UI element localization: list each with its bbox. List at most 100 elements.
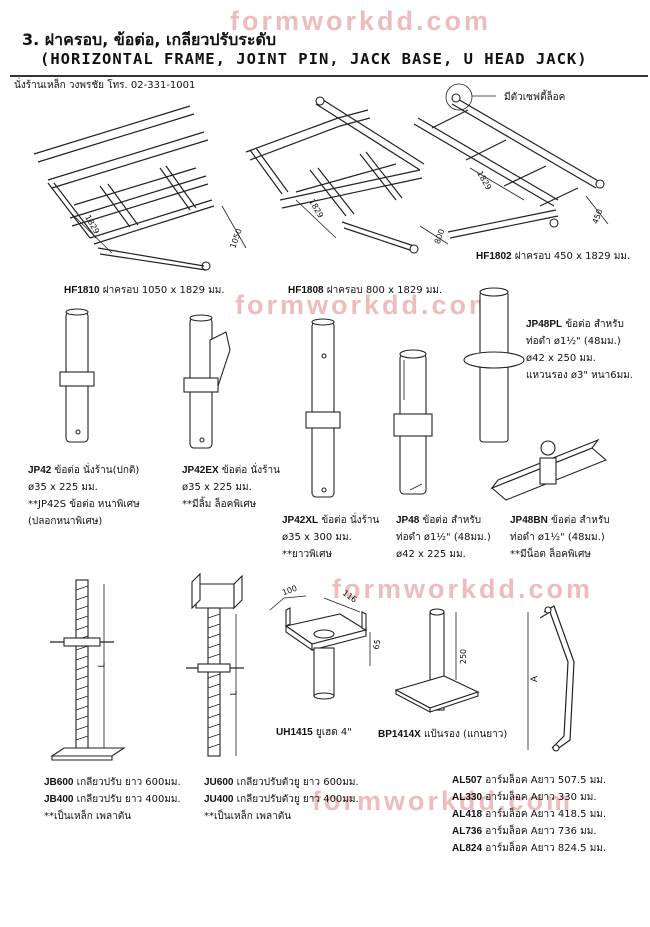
uh1415-desc: ยูเฮด 4" bbox=[312, 727, 352, 738]
arm-lock-item: AL736 อาร์มล็อค Aยาว 736 มม. bbox=[452, 823, 606, 840]
caption-uh1415: UH1415 ยูเฮด 4" bbox=[276, 724, 352, 741]
jp48pl-drawing bbox=[463, 287, 525, 443]
ju400-code: JU400 bbox=[204, 794, 234, 805]
hf1808-code: HF1808 bbox=[288, 285, 324, 296]
jp48-l3: ø42 x 225 มม. bbox=[396, 549, 466, 560]
jb-length-letter: L bbox=[97, 662, 108, 668]
jb400-code: JB400 bbox=[44, 794, 74, 805]
caption-ju: JU600 เกลียวปรับตัวยู ยาว 600มม. JU400 เ… bbox=[204, 774, 359, 825]
caption-jp48bn: JP48BN ข้อต่อ สำหรับ ท่อดำ ø1½" (48มม.) … bbox=[510, 512, 610, 563]
shop-contact: นั่งร้านเหล็ก วงพรชัย โทร. 02-331-1001 bbox=[14, 80, 196, 91]
jb600-code: JB600 bbox=[44, 777, 74, 788]
jp42xl-code: JP42XL bbox=[282, 515, 319, 526]
jp42-l4: (ปลอกหนาพิเศษ) bbox=[28, 516, 103, 527]
arm-lock-drawing bbox=[527, 605, 575, 752]
arm-lock-item: AL824 อาร์มล็อค Aยาว 824.5 มม. bbox=[452, 840, 606, 857]
jp48bn-code: JP48BN bbox=[510, 515, 548, 526]
arm-desc: อาร์มล็อค Aยาว 330 มม. bbox=[482, 792, 597, 803]
watermark-mid: formworkdd.com bbox=[235, 290, 497, 320]
uh1415-code: UH1415 bbox=[276, 727, 313, 738]
arm-code: AL507 bbox=[452, 775, 483, 786]
jp42ex-drawing bbox=[183, 314, 231, 449]
arm-desc: อาร์มล็อค Aยาว 507.5 มม. bbox=[482, 775, 607, 786]
arm-code: AL418 bbox=[452, 809, 483, 820]
jp42ex-l2: ø35 x 225 มม. bbox=[182, 482, 252, 493]
jp48-drawing bbox=[393, 349, 433, 495]
ju600-desc: เกลียวปรับตัวยู ยาว 600มม. bbox=[233, 777, 359, 788]
caption-jp42ex: JP42EX ข้อต่อ นั่งร้าน ø35 x 225 มม. **ม… bbox=[182, 462, 280, 513]
caption-jp42xl: JP42XL ข้อต่อ นั่งร้าน ø35 x 300 มม. **ย… bbox=[282, 512, 379, 563]
arm-lock-item: AL418 อาร์มล็อค Aยาว 418.5 มม. bbox=[452, 806, 606, 823]
jp48-l2: ท่อดำ ø1½" (48มม.) bbox=[396, 532, 491, 543]
bp1414x-code: BP1414X bbox=[378, 729, 421, 740]
hf1810-code: HF1810 bbox=[64, 285, 100, 296]
jp42xl-drawing bbox=[305, 318, 341, 498]
caption-jp42: JP42 ข้อต่อ นั่งร้าน(ปกติ) ø35 x 225 มม.… bbox=[28, 462, 140, 530]
jp42xl-l2: ø35 x 300 มม. bbox=[282, 532, 352, 543]
ju-jack-drawing bbox=[186, 572, 244, 757]
bp1414x-desc: แป้นรอง (แกนยาว) bbox=[420, 729, 508, 740]
header-rule bbox=[10, 75, 648, 77]
jp48pl-l2: ท่อดำ ø1½" (48มม.) bbox=[526, 336, 621, 347]
watermark-bottom: formworkdd.com bbox=[312, 786, 574, 816]
hf1810-desc: ฝาครอบ 1050 x 1829 มม. bbox=[99, 285, 225, 296]
jp42-l1: ข้อต่อ นั่งร้าน(ปกติ) bbox=[51, 465, 140, 476]
jp42xl-l1: ข้อต่อ นั่งร้าน bbox=[318, 515, 380, 526]
arm-code: AL736 bbox=[452, 826, 483, 837]
caption-hf1810: HF1810 ฝาครอบ 1050 x 1829 มม. bbox=[64, 282, 225, 299]
bp1414x-dim: 250 bbox=[459, 648, 469, 665]
jp48bn-l1: ข้อต่อ สำหรับ bbox=[547, 515, 610, 526]
watermark-lower: formworkdd.com bbox=[332, 574, 594, 604]
caption-arm-locks: AL507 อาร์มล็อค Aยาว 507.5 มม. AL330 อาร… bbox=[452, 772, 606, 857]
ju-note: **เป็นเหล็ก เพลาตัน bbox=[204, 811, 292, 822]
caption-jp48: JP48 ข้อต่อ สำหรับ ท่อดำ ø1½" (48มม.) ø4… bbox=[396, 512, 491, 563]
jp42-drawing bbox=[59, 308, 95, 443]
frame-hf1810-drawing bbox=[33, 105, 247, 271]
arm-desc: อาร์มล็อค Aยาว 418.5 มม. bbox=[482, 809, 607, 820]
caption-bp1414x: BP1414X แป้นรอง (แกนยาว) bbox=[378, 726, 507, 743]
arm-length-letter: A bbox=[530, 675, 541, 683]
hf1802-desc: ฝาครอบ 450 x 1829 มม. bbox=[511, 251, 631, 262]
arm-code: AL330 bbox=[452, 792, 483, 803]
uh1415-drawing bbox=[269, 595, 371, 700]
jb-jack-drawing bbox=[50, 579, 126, 761]
jp48pl-l4: แหวนรอง ø3" หนา6มม. bbox=[526, 370, 633, 381]
hf1802-code: HF1802 bbox=[476, 251, 512, 262]
safety-lock-callout: มีตัวเซฟตี้ล็อค bbox=[504, 92, 566, 103]
arm-lock-item: AL507 อาร์มล็อค Aยาว 507.5 มม. bbox=[452, 772, 606, 789]
jp48pl-l3: ø42 x 250 มม. bbox=[526, 353, 596, 364]
jb400-desc: เกลียวปรับ ยาว 400มม. bbox=[73, 794, 181, 805]
jp42-l2: ø35 x 225 มม. bbox=[28, 482, 98, 493]
jb-note: **เป็นเหล็ก เพลาตัน bbox=[44, 811, 132, 822]
jb600-desc: เกลียวปรับ ยาว 600มม. bbox=[73, 777, 181, 788]
arm-lock-item: AL330 อาร์มล็อค Aยาว 330 มม. bbox=[452, 789, 606, 806]
frame-hf1808-drawing bbox=[245, 96, 449, 254]
jp42-code: JP42 bbox=[28, 465, 52, 476]
caption-hf1808: HF1808 ฝาครอบ 800 x 1829 มม. bbox=[288, 282, 442, 299]
bp1414x-drawing bbox=[394, 608, 480, 713]
uh1415-dim-c: 65 bbox=[371, 638, 383, 651]
watermark-top: formworkdd.com bbox=[230, 6, 492, 36]
jp42ex-code: JP42EX bbox=[182, 465, 219, 476]
ju600-code: JU600 bbox=[204, 777, 234, 788]
jp42ex-l3: **มีลิ้ม ล็อคพิเศษ bbox=[182, 499, 257, 510]
jp48bn-drawing bbox=[490, 438, 608, 501]
jp48bn-l2: ท่อดำ ø1½" (48มม.) bbox=[510, 532, 605, 543]
arm-desc: อาร์มล็อค Aยาว 824.5 มม. bbox=[482, 843, 607, 854]
caption-jp48pl: JP48PL ข้อต่อ สำหรับ ท่อดำ ø1½" (48มม.) … bbox=[526, 316, 633, 384]
arm-desc: อาร์มล็อค Aยาว 736 มม. bbox=[482, 826, 597, 837]
jp48pl-l1: ข้อต่อ สำหรับ bbox=[562, 319, 624, 330]
ju-length-letter: L bbox=[229, 690, 240, 696]
caption-hf1802: HF1802 ฝาครอบ 450 x 1829 มม. bbox=[476, 248, 630, 265]
jp48-l1: ข้อต่อ สำหรับ bbox=[419, 515, 482, 526]
jp42xl-l3: **ยาวพิเศษ bbox=[282, 549, 333, 560]
jp48pl-code: JP48PL bbox=[526, 319, 563, 330]
jp48bn-l3: **มีน็อต ล็อคพิเศษ bbox=[510, 549, 591, 560]
page-title-thai: 3. ฝาครอบ, ข้อต่อ, เกลียวปรับระดับ bbox=[22, 30, 277, 49]
jp42ex-l1: ข้อต่อ นั่งร้าน bbox=[218, 465, 280, 476]
jp48-code: JP48 bbox=[396, 515, 420, 526]
frame-hf1802-drawing bbox=[413, 83, 609, 239]
arm-code: AL824 bbox=[452, 843, 483, 854]
page-title-english: (HORIZONTAL FRAME, JOINT PIN, JACK BASE,… bbox=[40, 50, 588, 68]
